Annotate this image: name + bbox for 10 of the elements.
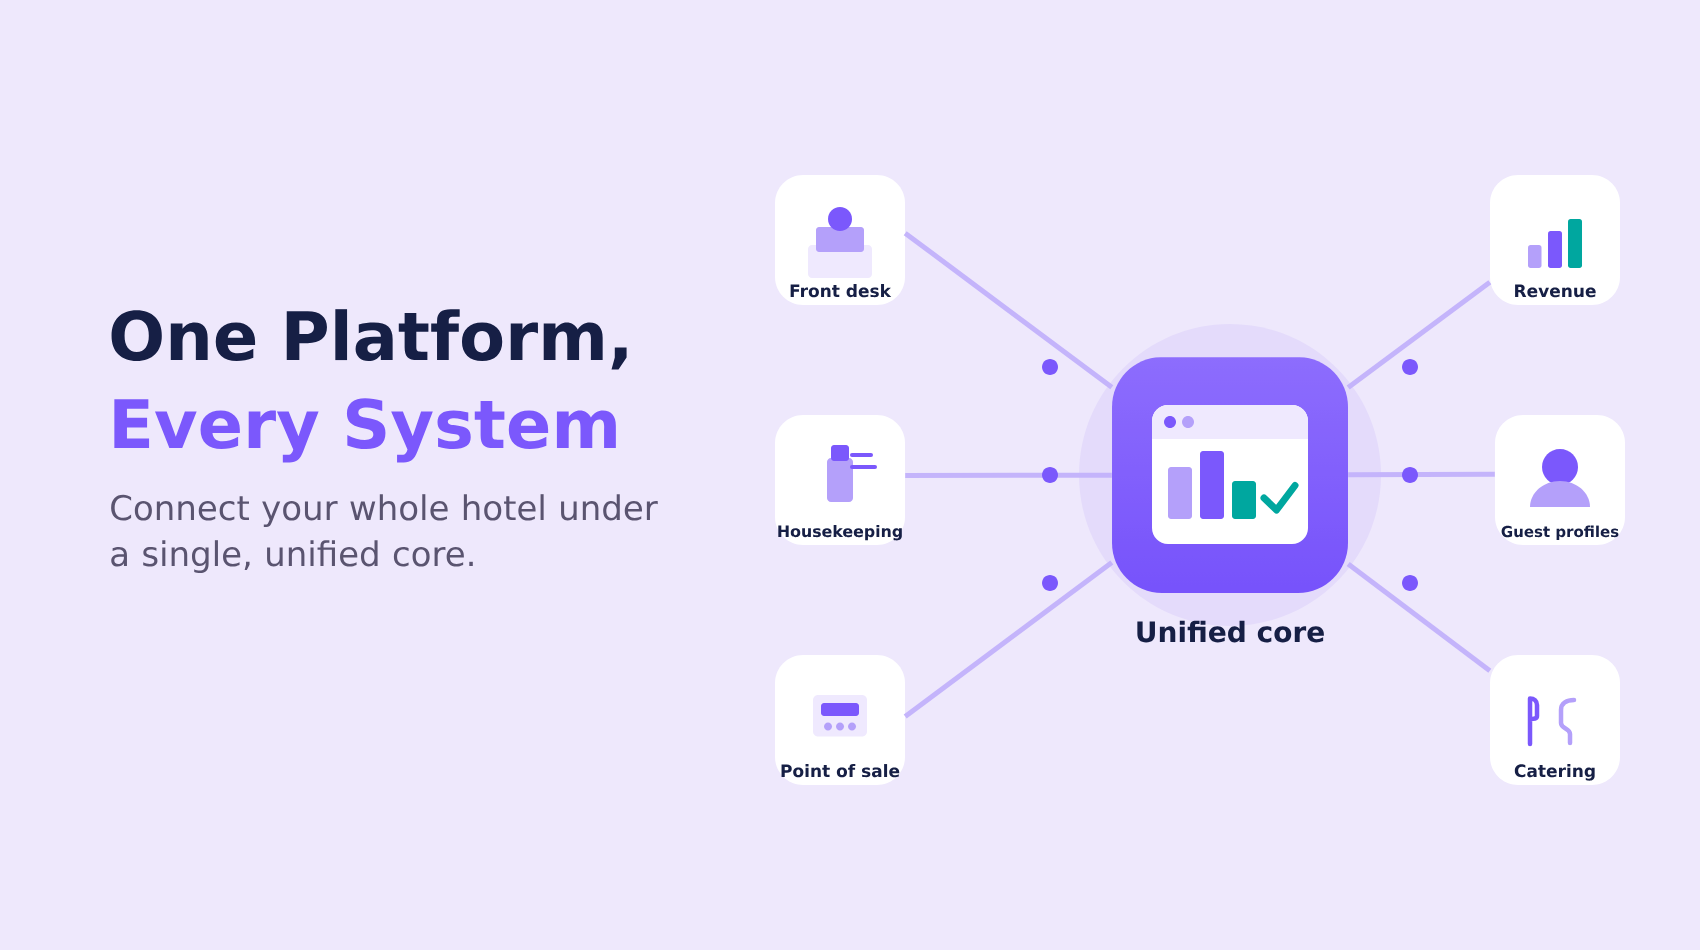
connector-line xyxy=(903,231,1114,390)
subtitle: Connect your whole hotel under a single, unified core. xyxy=(111,494,658,574)
system-card: Catering xyxy=(1490,655,1620,785)
title: One Platform, Every System xyxy=(111,309,627,463)
connector-line xyxy=(1346,280,1492,390)
connector-line xyxy=(1348,471,1495,478)
connector-line xyxy=(1346,562,1492,673)
connector-line xyxy=(903,560,1114,719)
connector-line xyxy=(905,472,1112,478)
tile-caption: Unified core xyxy=(1137,620,1324,643)
